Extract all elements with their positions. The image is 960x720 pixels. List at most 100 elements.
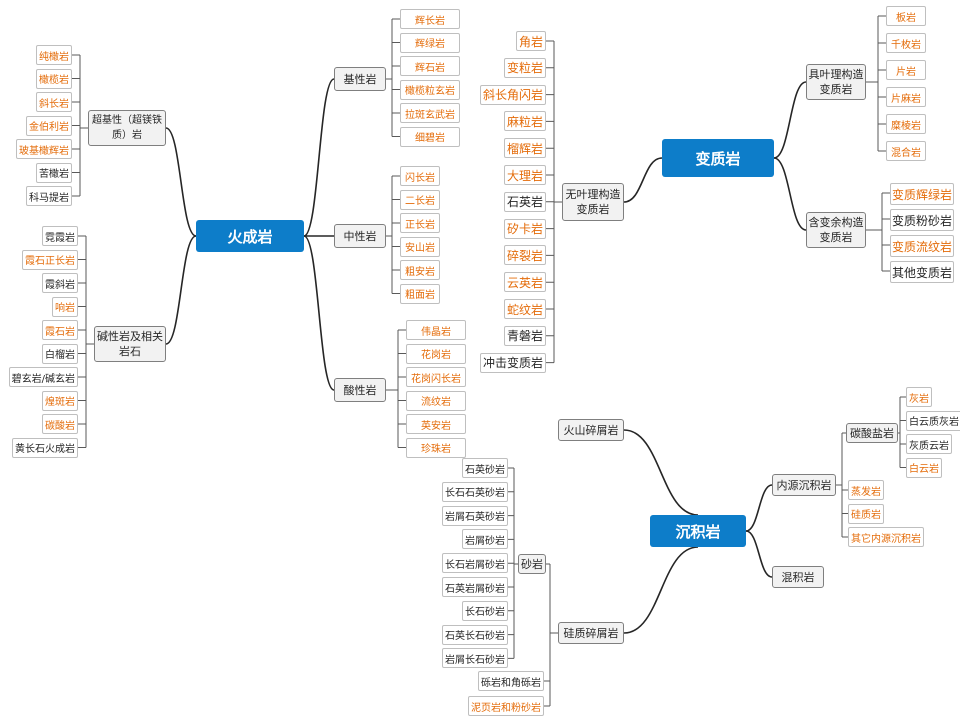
rock-item[interactable]: 岩屑石英砂岩	[442, 505, 508, 526]
rock-item[interactable]: 石英长石砂岩	[442, 624, 508, 645]
rock-item[interactable]: 细碧岩	[400, 126, 460, 147]
rock-item[interactable]: 响岩	[52, 296, 78, 317]
category-endogenous[interactable]: 内源沉积岩	[772, 474, 836, 496]
rock-item[interactable]: 纯橄岩	[36, 45, 72, 65]
rock-item[interactable]: 英安岩	[406, 414, 466, 434]
connector	[72, 54, 81, 197]
category-relict[interactable]: 含变余构造变质岩	[806, 212, 866, 248]
rock-item[interactable]: 岩屑砂岩	[462, 529, 508, 550]
rock-item[interactable]: 白云质灰岩	[906, 410, 960, 431]
rock-item[interactable]: 千枚岩	[886, 33, 926, 53]
rock-item[interactable]: 石英岩	[503, 191, 546, 212]
rock-item[interactable]: 变质流纹岩	[890, 235, 954, 257]
category-foliated[interactable]: 具叶理构造变质岩	[806, 64, 866, 100]
rock-item[interactable]: 泥页岩和粉砂岩	[468, 696, 544, 716]
rock-item[interactable]: 拉斑玄武岩	[400, 103, 460, 123]
rock-item[interactable]: 安山岩	[400, 236, 440, 257]
rock-item[interactable]: 其他变质岩	[890, 261, 954, 283]
rock-item[interactable]: 变粒岩	[503, 57, 546, 78]
category-nonfoliated[interactable]: 无叶理构造变质岩	[562, 183, 624, 221]
rock-item[interactable]: 霓霞岩	[42, 226, 78, 246]
rock-item[interactable]: 板岩	[886, 6, 926, 26]
rock-item[interactable]: 橄榄岩	[36, 68, 72, 89]
category-intermediate[interactable]: 中性岩	[334, 224, 386, 248]
category-basic[interactable]: 基性岩	[334, 67, 386, 91]
rock-item[interactable]: 冲击变质岩	[479, 352, 546, 373]
rock-item[interactable]: 粗面岩	[400, 283, 440, 304]
category-pyroclastic[interactable]: 火山碎屑岩	[558, 419, 624, 441]
rock-item[interactable]: 蛇纹岩	[503, 299, 546, 319]
rock-item[interactable]: 霞斜岩	[42, 273, 78, 293]
rock-item[interactable]: 霞石正长岩	[22, 249, 78, 270]
rock-item[interactable]: 流纹岩	[406, 390, 466, 411]
rock-item[interactable]: 辉长岩	[400, 9, 460, 29]
rock-item[interactable]: 煌斑岩	[42, 390, 78, 411]
rock-item[interactable]: 科马提岩	[26, 186, 72, 206]
rock-item[interactable]: 大理岩	[503, 165, 546, 185]
rock-item[interactable]: 正长岩	[400, 213, 440, 233]
rock-item[interactable]: 石英岩屑砂岩	[442, 577, 508, 597]
rock-item[interactable]: 片麻岩	[886, 87, 926, 107]
rock-item[interactable]: 花岗闪长岩	[406, 367, 466, 387]
rock-item[interactable]: 斜长角闪岩	[479, 84, 546, 105]
metamorphic-root[interactable]: 变质岩	[662, 139, 774, 177]
connector	[391, 18, 400, 137]
sedimentary-root[interactable]: 沉积岩	[650, 515, 746, 547]
rock-item[interactable]: 霞石岩	[42, 320, 78, 340]
rock-item[interactable]: 粗安岩	[400, 260, 440, 280]
rock-item[interactable]: 白榴岩	[42, 343, 78, 364]
rock-item[interactable]: 蒸发岩	[848, 480, 884, 500]
rock-item[interactable]: 玻基橄辉岩	[16, 139, 72, 159]
rock-item[interactable]: 长石石英砂岩	[442, 481, 508, 502]
connector	[78, 235, 87, 448]
rock-item[interactable]: 灰质云岩	[906, 434, 952, 454]
rock-item[interactable]: 硅质岩	[848, 503, 884, 524]
rock-item[interactable]: 云英岩	[503, 272, 546, 293]
rock-item[interactable]: 斜长岩	[36, 92, 72, 112]
rock-item[interactable]: 麻粒岩	[503, 111, 546, 132]
category-sandstone[interactable]: 砂岩	[518, 554, 546, 574]
rock-item[interactable]: 橄榄粒玄岩	[400, 79, 460, 100]
rock-item[interactable]: 变质辉绿岩	[890, 183, 954, 205]
rock-item[interactable]: 苦橄岩	[36, 162, 72, 183]
rock-item[interactable]: 碳酸岩	[42, 414, 78, 434]
category-alkaline[interactable]: 碱性岩及相关岩石	[94, 326, 166, 362]
rock-item[interactable]: 榴辉岩	[503, 138, 546, 159]
rock-item[interactable]: 岩屑长石砂岩	[442, 648, 508, 669]
category-carbonate[interactable]: 碳酸盐岩	[846, 423, 898, 443]
rock-item[interactable]: 碧玄岩/碱玄岩	[8, 367, 78, 387]
rock-item[interactable]: 辉绿岩	[400, 32, 460, 53]
rock-item[interactable]: 片岩	[886, 60, 926, 80]
rock-item[interactable]: 糜棱岩	[886, 114, 926, 134]
rock-item[interactable]: 矽卡岩	[503, 218, 546, 239]
connector	[881, 192, 890, 272]
category-ultrabasic[interactable]: 超基性（超镁铁质）岩	[88, 110, 166, 146]
category-siliciclastic[interactable]: 硅质碎屑岩	[558, 622, 624, 644]
rock-item[interactable]: 角岩	[515, 31, 546, 51]
rock-item[interactable]: 碎裂岩	[503, 245, 546, 266]
rock-item[interactable]: 砾岩和角砾岩	[478, 671, 544, 691]
connector	[623, 157, 663, 203]
rock-item[interactable]: 混合岩	[886, 141, 926, 161]
igneous-root[interactable]: 火成岩	[196, 220, 304, 252]
rock-item[interactable]: 石英砂岩	[462, 458, 508, 478]
connector	[546, 40, 555, 364]
rock-item[interactable]: 珍珠岩	[406, 437, 466, 458]
rock-item[interactable]: 闪长岩	[400, 166, 440, 186]
rock-item[interactable]: 金伯利岩	[26, 115, 72, 136]
rock-item[interactable]: 伟晶岩	[406, 320, 466, 340]
rock-item[interactable]: 二长岩	[400, 189, 440, 210]
rock-item[interactable]: 青磐岩	[503, 325, 546, 346]
rock-item[interactable]: 灰岩	[906, 387, 932, 407]
connector	[303, 78, 335, 237]
category-acid[interactable]: 酸性岩	[334, 378, 386, 402]
rock-item[interactable]: 白云岩	[906, 457, 942, 478]
rock-item[interactable]: 变质粉砂岩	[890, 209, 954, 231]
rock-item[interactable]: 长石砂岩	[462, 600, 508, 621]
rock-item[interactable]: 其它内源沉积岩	[848, 527, 924, 547]
rock-item[interactable]: 花岗岩	[406, 343, 466, 364]
rock-item[interactable]: 黄长石火成岩	[12, 437, 78, 458]
rock-item[interactable]: 长石岩屑砂岩	[442, 553, 508, 574]
category-mixed[interactable]: 混积岩	[772, 566, 824, 588]
rock-item[interactable]: 辉石岩	[400, 56, 460, 76]
